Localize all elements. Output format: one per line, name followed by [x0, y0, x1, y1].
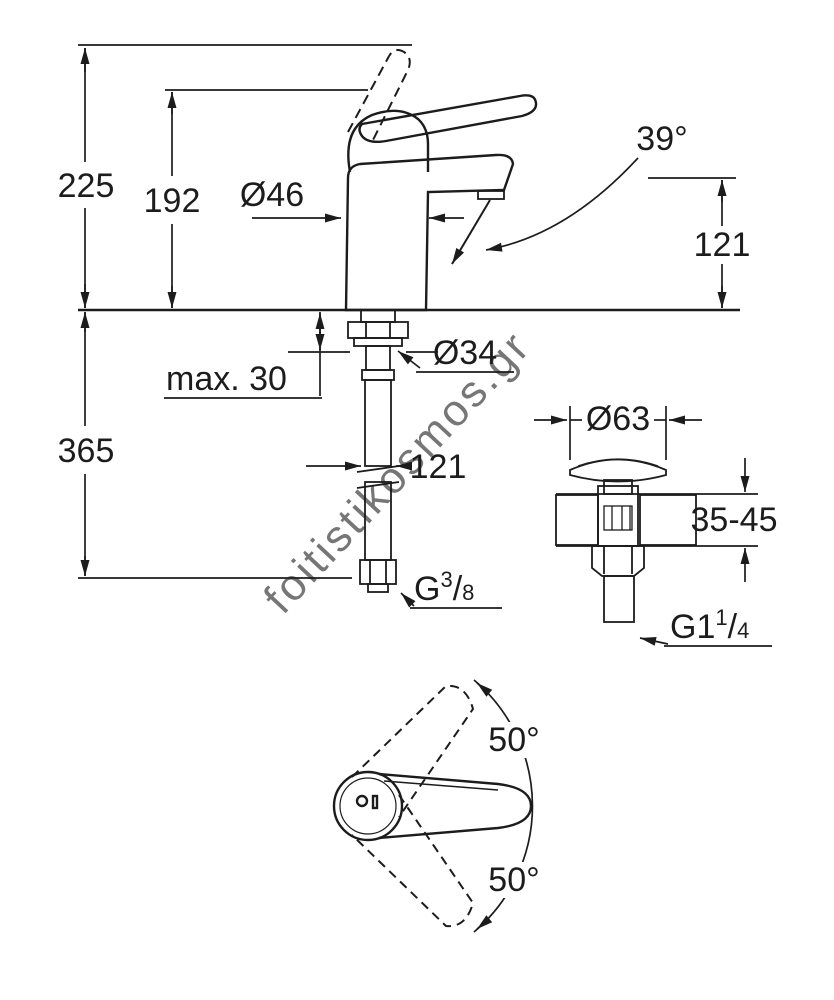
- dim-g38-arrow: [400, 592, 416, 608]
- angle-arc-39: [485, 157, 639, 252]
- dimension-labels: 225 192 Ø46 39° 121 max. 30 Ø34 365 121 …: [58, 120, 778, 899]
- handle-bar-mark: [371, 794, 379, 810]
- lever-handle: [358, 94, 538, 144]
- spout-angle-label: 39°: [636, 120, 687, 158]
- counter-section: [78, 308, 740, 353]
- hose-end-nut: [359, 559, 397, 585]
- waste-thread-label: G11/4: [670, 605, 749, 646]
- drawing-linework: [78, 44, 772, 933]
- handle-height-label: 192: [144, 182, 201, 220]
- washer: [353, 337, 403, 347]
- spout-height-label: 121: [694, 226, 751, 264]
- stream-arrow: [451, 199, 491, 265]
- shank-and-hose: [347, 309, 409, 593]
- swing-arc-arrow-top: [476, 682, 493, 697]
- faucet-body-spout: [344, 153, 515, 312]
- hose-break-line: [356, 481, 400, 489]
- label-backing: [482, 862, 546, 898]
- flex-hose-upper: [364, 379, 392, 467]
- hose-end-tail: [367, 583, 389, 593]
- waste-diameter-label: Ø63: [586, 400, 650, 438]
- overall-height-label: 225: [58, 167, 115, 205]
- deck-hatch-left: [555, 494, 599, 546]
- swing-angle-top-label: 50°: [488, 721, 539, 759]
- mounting-nut: [347, 321, 409, 339]
- shank-diameter-label: Ø34: [433, 334, 497, 372]
- aerator: [477, 190, 505, 200]
- handle-up-50-dashed: [351, 684, 475, 818]
- handle-top-view: [332, 679, 534, 933]
- handle-dot-mark: [355, 794, 369, 808]
- handle-dashed-positions: [351, 684, 475, 928]
- body-diameter-label: Ø46: [240, 176, 304, 214]
- watermark-text: foitistikosmos.gr: [255, 321, 541, 622]
- hose-break-line: [356, 465, 400, 473]
- dim-g114-arrow: [639, 636, 669, 646]
- dimension-lines: [78, 44, 772, 647]
- max-deck-label: max. 30: [166, 360, 287, 398]
- swing-arc-arrow-bottom: [476, 915, 493, 930]
- swing-angle-bottom-label: 50°: [488, 861, 539, 899]
- handle-raised-dashed: [347, 49, 411, 143]
- waste-clamp: [603, 505, 633, 531]
- waste-cap-inner: [577, 458, 659, 467]
- popup-waste: [555, 458, 758, 623]
- threaded-stud: [365, 345, 391, 371]
- deck-hatch-right: [639, 494, 697, 546]
- label-backing: [482, 722, 546, 758]
- hose-drop-label: 365: [58, 432, 115, 470]
- cartridge-cap-circle: [332, 770, 404, 842]
- handle-plan-inner-line: [383, 780, 499, 791]
- hose-offset-label: 121: [410, 448, 467, 486]
- shank: [360, 309, 396, 323]
- waste-tailpiece: [603, 575, 635, 623]
- handle-plan-outline: [378, 772, 533, 840]
- swing-arc: [473, 679, 534, 933]
- hose-thread-label: G3/8: [414, 567, 474, 608]
- handle-down-50-dashed: [351, 794, 475, 928]
- hose-crimp: [361, 369, 395, 381]
- dim-34-leader-arrow: [397, 350, 421, 369]
- deck-range-label: 35-45: [691, 501, 778, 539]
- waste-cap: [569, 458, 667, 483]
- cartridge-dome: [347, 109, 430, 173]
- faucet-side-view: [344, 49, 639, 312]
- cartridge-cap-inner: [339, 777, 397, 835]
- waste-locknut: [591, 545, 645, 577]
